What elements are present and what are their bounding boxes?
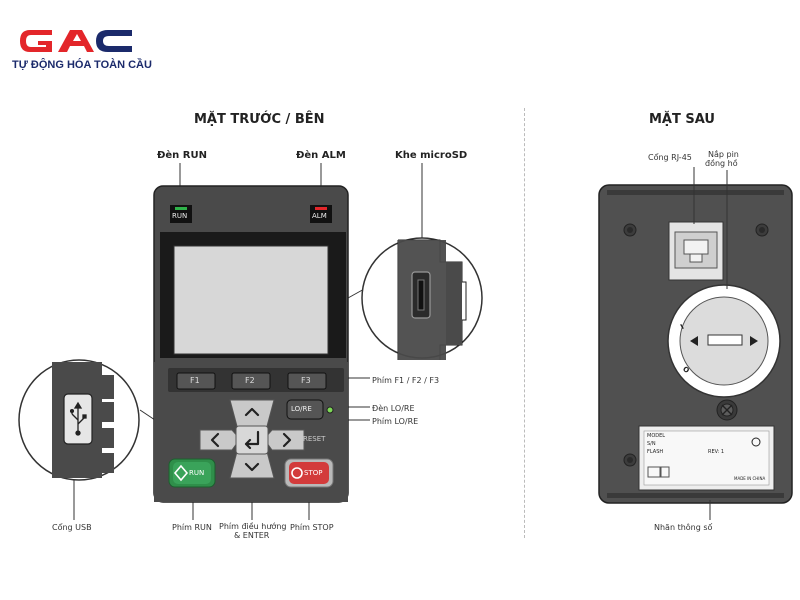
f1-label[interactable]: F1 (190, 376, 200, 385)
run-led-callout: Đèn RUN (157, 150, 207, 161)
run-key (168, 458, 216, 488)
nav-key-callout-line2: & ENTER (234, 531, 270, 540)
f1-key (176, 372, 216, 390)
down-arrow-icon (244, 462, 260, 472)
brand-tagline: TỰ ĐỘNG HÓA TOÀN CẦU (12, 59, 152, 71)
f-keys-callout: Phím F1 / F2 / F3 (372, 376, 440, 385)
front-heading: MẶT TRƯỚC / BÊN (194, 112, 325, 127)
stop-key-callout: Phím STOP (290, 523, 334, 532)
microsd-callout: Khe microSD (395, 150, 468, 161)
enter-icon (244, 430, 260, 450)
lore-led-callout: Đèn LO/RE (372, 404, 415, 413)
lore-key-callout: Phím LO/RE (372, 417, 419, 426)
up-arrow-icon (244, 407, 260, 417)
lore-key (286, 399, 324, 420)
run-diamond-icon (173, 464, 189, 482)
run-key-callout: Phím RUN (172, 523, 212, 532)
rj45-callout: Cổng RJ-45 (648, 153, 692, 162)
nameplate-rev: REV: 1 (708, 449, 725, 455)
back-heading: MẶT SAU (649, 112, 715, 127)
left-arrow-icon (210, 432, 220, 448)
battery-cover (667, 284, 781, 398)
usb-icon (69, 401, 87, 436)
stop-key-label[interactable]: STOP (304, 469, 323, 477)
front-keypad-body (153, 185, 349, 503)
left-triangle-icon (690, 336, 698, 346)
nameplate-flash: FLASH (647, 449, 664, 455)
f3-key (287, 372, 327, 390)
ce-mark-icon (751, 437, 761, 447)
f2-label[interactable]: F2 (245, 376, 255, 385)
nameplate-sn: S/N (647, 441, 656, 447)
navigation-cluster (199, 399, 305, 479)
lore-led (326, 406, 334, 414)
usb-port-callout: Cổng USB (52, 523, 92, 532)
f2-key (231, 372, 271, 390)
run-led (170, 205, 192, 223)
nameplate-callout: Nhãn thông số (654, 523, 713, 532)
stop-key (284, 458, 334, 488)
right-triangle-icon (750, 336, 758, 346)
microsd-magnifier (361, 237, 483, 360)
alm-led (310, 205, 332, 223)
lore-label[interactable]: LO/RE (291, 405, 312, 413)
nameplate-model: MODEL (647, 433, 666, 439)
rj45-port (668, 221, 724, 281)
stop-icon (291, 467, 303, 479)
section-divider (524, 108, 525, 538)
screw-icon (716, 399, 738, 421)
reset-label: RESET (303, 435, 326, 443)
nameplate-label (638, 425, 775, 491)
right-arrow-icon (282, 432, 292, 448)
battery-callout-line2: đồng hồ (705, 159, 738, 168)
battery-callout-line1: Nắp pin (708, 150, 739, 159)
f3-label[interactable]: F3 (301, 376, 311, 385)
usb-magnifier (18, 359, 140, 481)
alm-led-callout: Đèn ALM (296, 150, 346, 161)
gac-logo (18, 28, 133, 54)
alm-led-label: ALM (312, 212, 327, 220)
nameplate-made-in: MADE IN CHINA (734, 476, 766, 481)
nav-key-callout-line1: Phím điều hướng (219, 522, 287, 531)
run-led-label: RUN (172, 212, 188, 220)
run-key-label[interactable]: RUN (189, 469, 205, 477)
